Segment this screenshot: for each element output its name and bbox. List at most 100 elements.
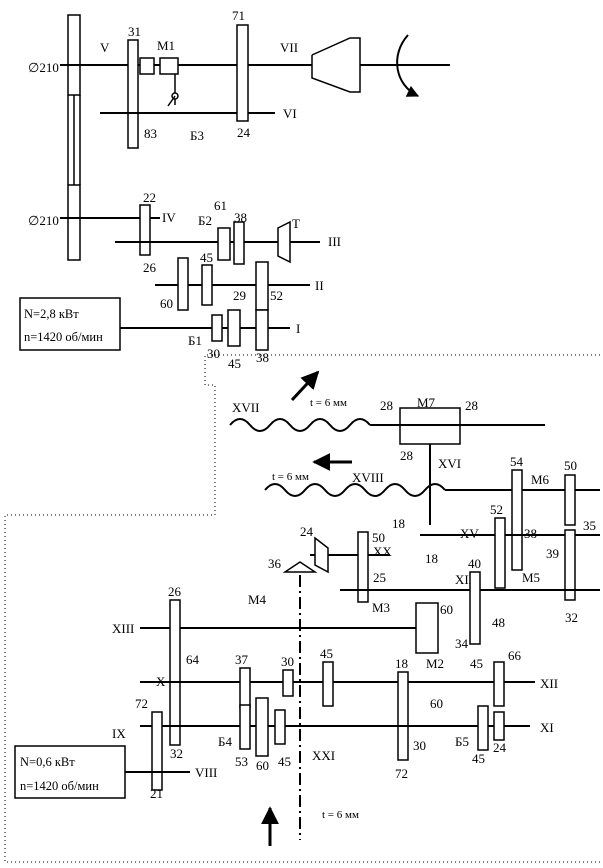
gear-83: 83 [144,126,157,141]
shaft-i-label: I [296,321,300,336]
spindle-cone [311,37,361,93]
block-b4-label: Б4 [218,734,232,749]
bevel-t-label: T [292,216,300,231]
shaft-iii-label: III [328,234,341,249]
shaft-x-label: X [156,674,166,689]
shaft-vi-label: VI [283,106,297,121]
shaft-ix-label: IX [112,726,126,741]
pitch-xviii: t = 6 мм [272,471,309,483]
gear-60-ii: 60 [160,296,173,311]
gear-38-i: 38 [256,350,269,365]
bevel-36 [282,561,318,573]
gear-71: 71 [232,8,245,23]
gear-24-xi: 24 [493,740,507,755]
pitch-xxi: t = 6 мм [322,809,359,821]
clutch-m1 [139,57,179,107]
gear-60-xii: 60 [430,696,443,711]
block-b1-label: Б1 [188,333,202,348]
shaft-xvi-label: XVI [438,456,461,471]
gear-53: 53 [235,754,248,769]
gear-18-b: 18 [425,551,438,566]
pulley-upper-diameter: ∅210 [28,60,59,75]
gear-45-x: 45 [320,646,333,661]
gear-64: 64 [186,652,200,667]
gear-30-x: 30 [281,654,294,669]
pitch-xvii: t = 6 мм [310,397,347,409]
gear-60-xiii: 60 [440,602,453,617]
motor-feed-power: N=0,6 кВт [20,755,75,769]
gear-37: 37 [235,652,249,667]
gear-28-a: 28 [380,398,393,413]
gear-60-b4: 60 [256,758,269,773]
clutch-m3-label: M3 [372,600,390,615]
bevel-t [277,220,291,264]
motor-main-power: N=2,8 кВт [24,307,79,321]
motor-main-speed: n=1420 об/мин [24,330,103,344]
feed-arrow-xvii [290,370,320,402]
clutch-m7-label: M7 [417,395,436,410]
gear-26-upper: 26 [143,260,157,275]
bevel-24 [314,536,329,574]
rotation-arrow [396,34,420,97]
gear-18-xii: 18 [395,656,408,671]
clutch-m7 [370,407,545,445]
gear-45-b4: 45 [278,754,291,769]
gear-35: 35 [583,518,596,533]
gear-34: 34 [455,636,469,651]
gear-24-upper: 24 [237,125,251,140]
gear-32-ix: 32 [170,746,183,761]
clutch-m1-label: M1 [157,38,175,53]
block-b3-label: Б3 [190,128,204,143]
shaft-xviii-label: XVIII [352,470,384,485]
gear-30-i: 30 [207,346,220,361]
gear-30-xi: 30 [413,738,426,753]
gear-61: 61 [214,198,227,213]
screw-xviii [264,483,446,497]
gear-31: 31 [128,24,141,39]
gear-38-xv: 38 [524,526,537,541]
gear-52-ii: 52 [270,288,283,303]
shaft-iv-label: IV [162,210,176,225]
gear-45-ii: 45 [200,250,213,265]
pulley-lower-diameter: ∅210 [28,213,59,228]
gear-45-xii: 45 [470,656,483,671]
shaft-xxi-label: XXI [312,748,335,763]
gear-18-a: 18 [392,516,405,531]
gear-72-ix: 72 [135,696,148,711]
shaft-xiii-label: XIII [112,621,134,636]
gear-50-xx: 50 [372,530,385,545]
gear-40: 40 [468,556,481,571]
gear-21: 21 [150,786,163,801]
motor-feed-speed: n=1420 об/мин [20,779,99,793]
gear-52-xv: 52 [490,502,503,517]
screw-xvii [229,418,371,432]
shaft-xvii-label: XVII [232,400,259,415]
shaft-vii-label: VII [280,40,298,55]
shaft-xi-label: XI [540,720,554,735]
gear-28-c: 28 [400,448,413,463]
shaft-xx-label: XX [373,544,392,559]
clutch-m4-label: M4 [248,592,267,607]
feed-box-outline [4,354,600,863]
gear-66: 66 [508,648,522,663]
gear-22: 22 [143,190,156,205]
block-b2-label: Б2 [198,213,212,228]
clutch-m5-label: M5 [522,570,540,585]
gear-28-b: 28 [465,398,478,413]
motor-feed [14,745,126,799]
gear-24-xx: 24 [300,524,314,539]
gear-45-xi: 45 [472,751,485,766]
motor-main [19,297,121,351]
gear-29: 29 [233,288,246,303]
gear-38-iii: 38 [234,210,247,225]
gear-48: 48 [492,615,505,630]
gear-39: 39 [546,546,559,561]
clutch-m6-label: M6 [531,472,550,487]
clutch-m2-label: M2 [426,656,444,671]
gear-25: 25 [373,570,386,585]
belt-drive [67,14,81,261]
gear-72-xi: 72 [395,766,408,781]
shaft-v-label: V [100,40,110,55]
shaft-viii-label: VIII [195,765,217,780]
shaft-ii-label: II [315,278,324,293]
